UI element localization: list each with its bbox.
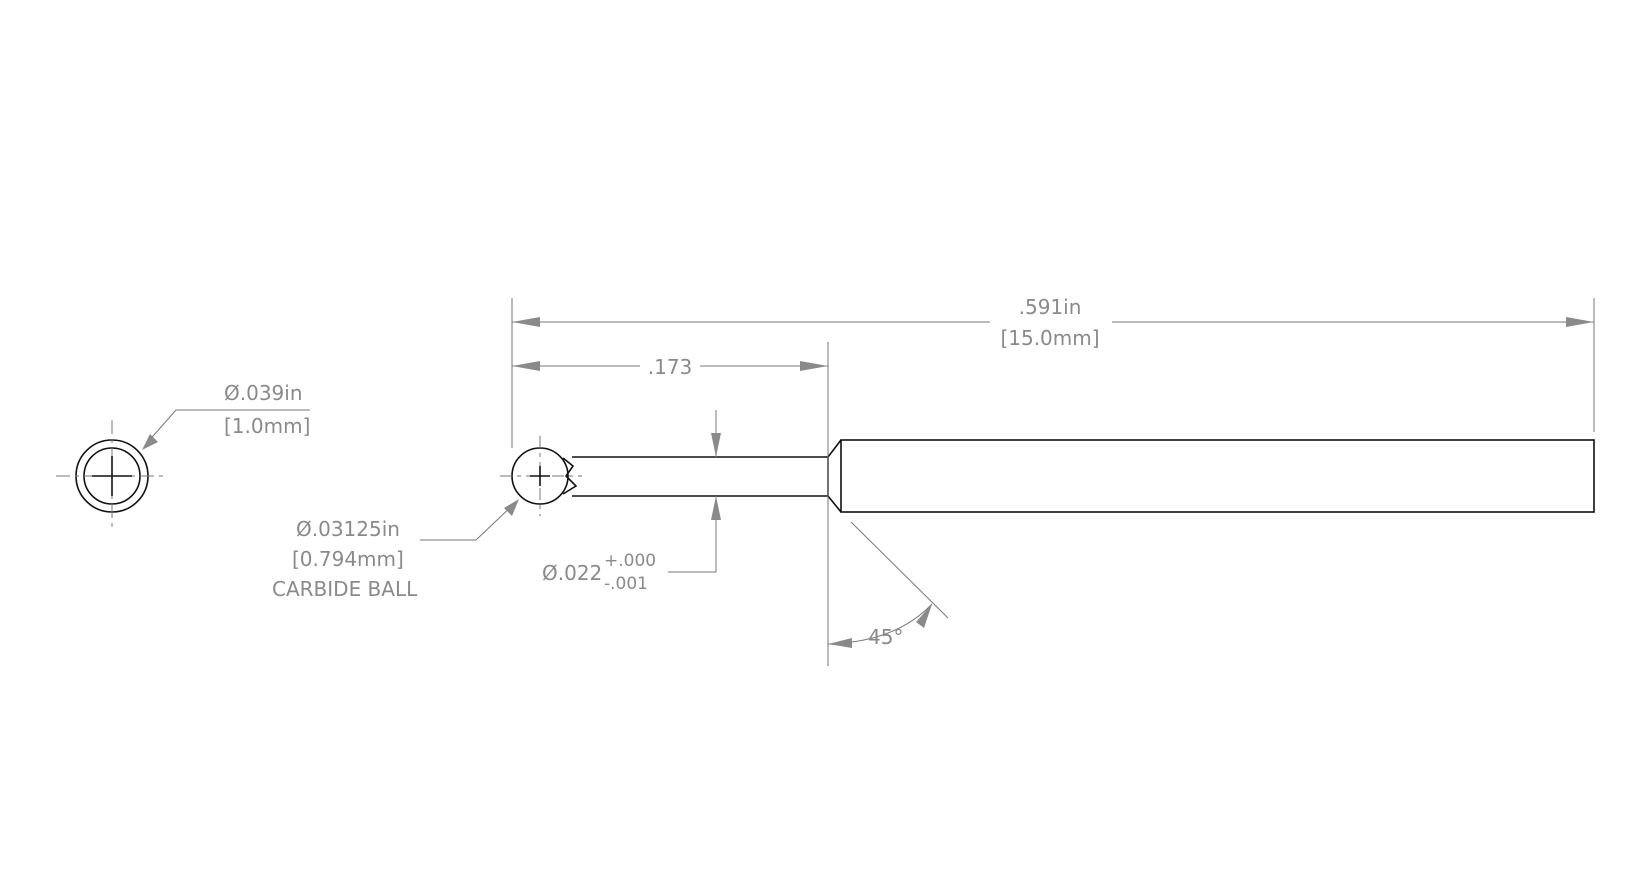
chamfer-angle-dimension xyxy=(827,521,949,648)
chamfer-angle-value: 45° xyxy=(868,625,903,649)
shank-diameter-imperial: Ø.039in xyxy=(224,381,303,405)
chamfer-bottom xyxy=(827,495,842,513)
ball-to-shoulder-value: .173 xyxy=(648,355,693,379)
stem-diameter-tol-minus: -.001 xyxy=(604,574,648,594)
ball-diameter-imperial: Ø.03125in xyxy=(296,517,400,541)
stem-diameter-tol-plus: +.000 xyxy=(604,551,656,571)
stem-diameter-value: Ø.022 xyxy=(542,561,602,585)
ball-diameter-leader xyxy=(420,499,519,541)
ball-diameter-metric: [0.794mm] xyxy=(292,547,404,571)
ball-socket xyxy=(562,457,578,495)
overall-length-metric: [15.0mm] xyxy=(1000,326,1099,350)
end-view xyxy=(56,420,166,530)
shank-diameter-leader xyxy=(142,409,310,450)
overall-length-dimension xyxy=(511,298,1595,448)
shank-body xyxy=(840,439,1595,513)
ball-to-shoulder-dimension xyxy=(512,342,829,666)
overall-length-imperial: .591in xyxy=(1019,295,1082,319)
side-view xyxy=(500,436,1595,516)
ball-material-note: CARBIDE BALL xyxy=(272,577,418,601)
shank-diameter-metric: [1.0mm] xyxy=(224,414,310,438)
stem-diameter-dimension xyxy=(668,410,721,573)
chamfer-top xyxy=(827,439,842,458)
